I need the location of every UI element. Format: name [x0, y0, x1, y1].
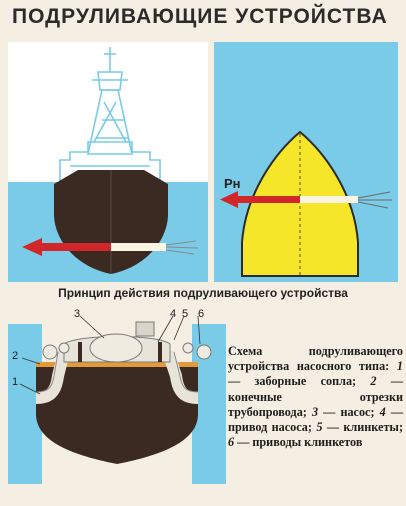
part-number-5: 5 [182, 308, 189, 320]
thrust-arrow [38, 243, 111, 251]
suction-pipe [35, 350, 199, 404]
valve-left [78, 342, 82, 362]
part-number-3: 3 [74, 308, 81, 320]
valve-right [158, 342, 162, 362]
legend-num: 6 [228, 435, 235, 450]
part-number-2: 2 [12, 350, 19, 362]
legend-num: 3 [311, 404, 319, 419]
force-label: Рн [224, 176, 241, 191]
part-number-1: 1 [12, 376, 19, 388]
valve-drive-right [196, 344, 212, 360]
thrust-arrow [234, 196, 300, 203]
deck-plate [36, 362, 198, 367]
legend-intro: Схема подруливающего устройства насосног… [228, 344, 403, 374]
legend-num: 1 [396, 359, 403, 374]
thruster-jet [111, 243, 166, 251]
legend-item: приводы клинкетов [252, 435, 363, 450]
legend-item: насос; [340, 404, 375, 419]
valve-drive-left [42, 344, 58, 360]
pump-drive [135, 321, 155, 337]
bow-deck [241, 130, 359, 277]
legend-num: 5 [316, 420, 323, 435]
legend-item: конечные отрезки трубопровода; [228, 389, 403, 419]
legend-num: 2 [370, 374, 377, 389]
superstructure-outline [59, 47, 161, 182]
legend-item: заборные сопла; [254, 374, 357, 389]
legend-item: клинкеты; [343, 420, 403, 435]
legend-item: привод насоса; [228, 420, 312, 435]
thruster-jet [300, 196, 358, 203]
pump [89, 333, 143, 363]
page-title: ПОДРУЛИВАЮЩИЕ УСТРОЙСТВА [12, 5, 388, 28]
pump-thruster-diagram [8, 304, 226, 484]
part-number-6: 6 [198, 308, 205, 320]
figure-caption: Принцип действия подруливающего устройст… [58, 286, 348, 300]
part-number-4: 4 [170, 308, 177, 320]
legend-num: 4 [379, 404, 386, 419]
bow-top-view [214, 42, 398, 282]
hull-section [36, 366, 198, 464]
legend: Схема подруливающего устройства насосног… [228, 344, 404, 450]
ship-front-view [8, 42, 208, 282]
